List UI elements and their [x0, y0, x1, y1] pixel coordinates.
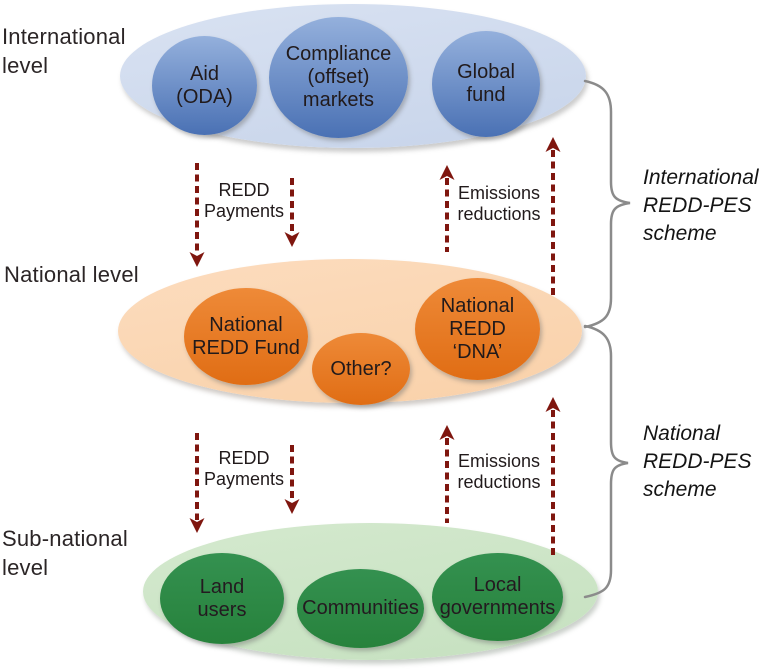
subnational-level-label: Sub-national level	[2, 526, 128, 580]
node-aid-oda: Aid (ODA)	[152, 36, 257, 135]
international-scheme-label: International REDD-PES scheme	[643, 166, 759, 245]
node-other: Other?	[312, 333, 410, 405]
node-communities: Communities	[297, 569, 424, 648]
node-national-redd-fund: National REDD Fund	[184, 288, 308, 385]
node-local-governments: Local governments	[432, 553, 563, 641]
node-land-users: Land users	[160, 553, 284, 644]
emissions-reductions-bottom-label: Emissions reductions	[457, 451, 541, 492]
national-scheme-brace	[583, 324, 629, 599]
national-level-label: National level	[4, 262, 139, 287]
international-scheme-brace	[583, 79, 631, 329]
redd-payments-top-label: REDD Payments	[203, 180, 285, 221]
redd-payments-bottom-label: REDD Payments	[203, 448, 285, 489]
node-national-redd-dna: National REDD ‘DNA’	[415, 278, 540, 380]
node-global-fund: Global fund	[432, 31, 540, 137]
international-level-label: International level	[2, 24, 126, 78]
national-scheme-label: National REDD-PES scheme	[643, 422, 752, 501]
emissions-reductions-top-label: Emissions reductions	[457, 183, 541, 224]
node-compliance-markets: Compliance (offset) markets	[269, 17, 408, 138]
